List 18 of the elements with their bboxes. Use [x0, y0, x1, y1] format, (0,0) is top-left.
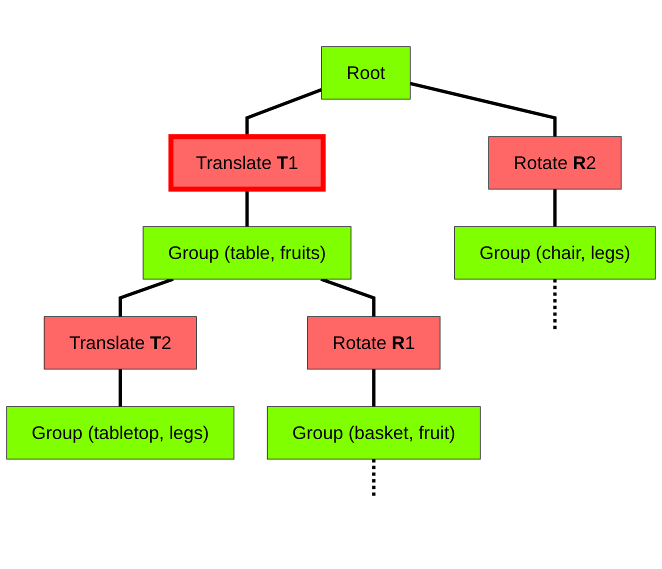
node-box: Rotate R2 — [488, 136, 622, 190]
connector — [118, 278, 174, 317]
node-box: Group (chair, legs) — [454, 226, 656, 280]
node-box: Group (tabletop, legs) — [6, 406, 234, 460]
connector — [553, 280, 557, 331]
connector — [410, 82, 557, 138]
connector — [245, 190, 249, 227]
node-box: Translate T1 — [168, 134, 326, 192]
connector — [118, 370, 122, 407]
connector — [320, 278, 376, 317]
node-box: Group (basket, fruit) — [266, 406, 481, 460]
node-box: Root — [321, 46, 411, 100]
node-box: Rotate R1 — [307, 316, 440, 370]
connector — [372, 370, 376, 407]
connector — [553, 190, 557, 227]
node-box: Group (table, fruits) — [142, 226, 352, 280]
node-box: Translate T2 — [44, 316, 197, 370]
connector — [372, 459, 376, 497]
